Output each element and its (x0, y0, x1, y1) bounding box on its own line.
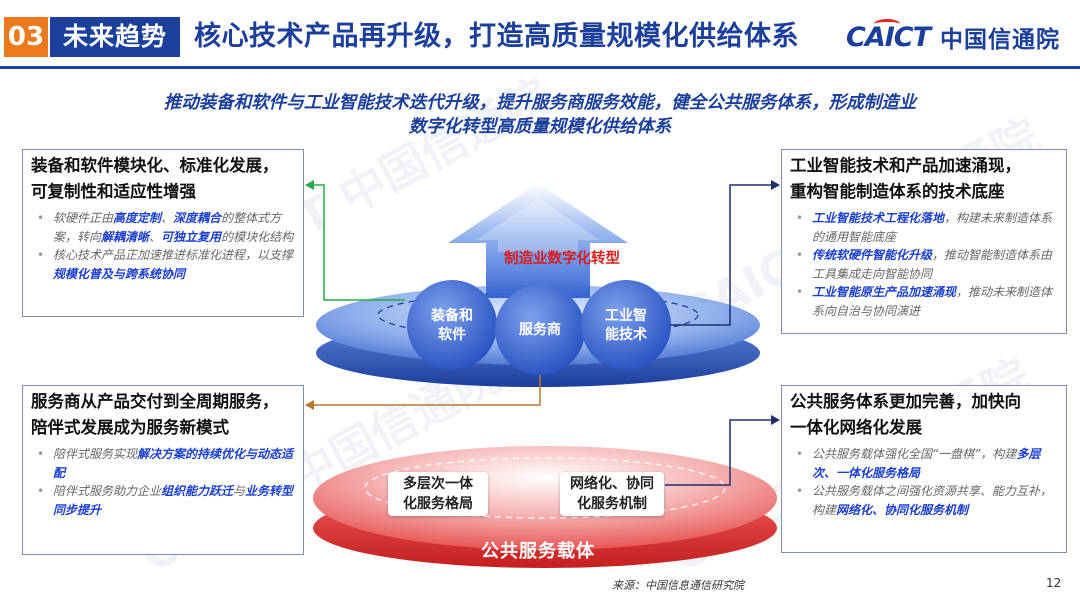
circle-equipment-software (407, 280, 497, 370)
bullet-item: 工业智能技术工程化落地，构建未来制造体系的通用智能底座 (790, 209, 1058, 246)
circle-equipment-line-2: 软件 (438, 327, 466, 343)
chip-network-service: 网络化、协同 化服务机制 (560, 472, 664, 516)
logo-swoosh (874, 18, 900, 29)
bullet-item: 传统软硬件智能化升级，推动智能制造体系由工具集成走向智能协同 (790, 246, 1058, 283)
connector-service-to-box (305, 375, 541, 410)
section-name: 未来趋势 (50, 17, 180, 57)
box-heading: 工业智能技术和产品加速涌现， 重构智能制造体系的技术底座 (782, 150, 1066, 205)
heading-line-2: 可复制性和适应性增强 (31, 182, 196, 201)
bullet-list: 软硬件正由高度定制、深度耦合的整体式方案，转向解耦清晰、可独立复用的模块化结构 … (23, 205, 303, 287)
logo-cn-text: 中国信通院 (940, 27, 1060, 53)
bullet-list: 工业智能技术工程化落地，构建未来制造体系的通用智能底座 传统软硬件智能化升级，推… (782, 205, 1066, 324)
bullet-item: 软硬件正由高度定制、深度耦合的整体式方案，转向解耦清晰、可独立复用的模块化结构 (31, 209, 295, 246)
box-public-service: 公共服务体系更加完善，加快向 一体化网络化发展 公共服务载体强化全国“一盘棋”，… (781, 385, 1067, 553)
source-note: 来源：中国信息通信研究院 (612, 579, 744, 592)
heading-line-2: 重构智能制造体系的技术底座 (790, 182, 1005, 201)
circle-service-provider (495, 285, 585, 375)
box-service-provider: 服务商从产品交付到全周期服务， 陪伴式发展成为服务新模式 陪伴式服务实现解决方案… (22, 385, 304, 555)
chip-multilevel-line-1: 多层次一体 (403, 476, 473, 492)
box-heading: 装备和软件模块化、标准化发展， 可复制性和适应性增强 (23, 150, 303, 205)
section-number: 03 (4, 17, 48, 57)
circle-equipment-label: 装备和 软件 (414, 307, 490, 345)
circle-industrial-ai (581, 280, 671, 370)
heading-line-2: 一体化网络化发展 (790, 418, 922, 437)
heading-line-1: 工业智能技术和产品加速涌现， (790, 156, 1021, 175)
chip-network-line-1: 网络化、协同 (570, 476, 654, 492)
box-heading: 公共服务体系更加完善，加快向 一体化网络化发展 (782, 386, 1066, 441)
circle-ai-label: 工业智 能技术 (588, 307, 664, 345)
bullet-item: 核心技术产品正加速推进标准化进程，以支撑规模化普及与跨系统协同 (31, 246, 295, 283)
box-industrial-ai: 工业智能技术和产品加速涌现， 重构智能制造体系的技术底座 工业智能技术工程化落地… (781, 149, 1067, 334)
page-number: 12 (1046, 576, 1062, 590)
caict-logo-mark: CAICT (846, 18, 931, 53)
heading-line-1: 公共服务体系更加完善，加快向 (790, 392, 1021, 411)
bullet-list: 公共服务载体强化全国“一盘棋”，构建多层次、一体化服务格局 公共服务载体之间强化… (782, 441, 1066, 523)
bullet-list: 陪伴式服务实现解决方案的持续优化与动态适配 陪伴式服务助力企业组织能力跃迁与业务… (23, 441, 303, 523)
circle-equipment-line-1: 装备和 (431, 308, 473, 324)
bullet-item: 工业智能原生产品加速涌现，推动未来制造体系向自治与协同演进 (790, 283, 1058, 320)
subtitle-line-1: 推动装备和软件与工业智能技术迭代升级，提升服务商服务效能，健全公共服务体系，形成… (163, 93, 917, 113)
slide-title: 核心技术产品再升级，打造高质量规模化供给体系 (194, 21, 799, 52)
connector-ai-to-box (670, 180, 780, 326)
subtitle-line-2: 数字化转型高质量规模化供给体系 (408, 117, 672, 137)
slide-subtitle: 推动装备和软件与工业智能技术迭代升级，提升服务商服务效能，健全公共服务体系，形成… (60, 91, 1020, 139)
public-carrier-label: 公共服务载体 (481, 541, 595, 562)
chip-multilevel-service: 多层次一体 化服务格局 (388, 472, 488, 516)
box-heading: 服务商从产品交付到全周期服务， 陪伴式发展成为服务新模式 (23, 386, 303, 441)
bullet-item: 陪伴式服务实现解决方案的持续优化与动态适配 (31, 445, 295, 482)
circle-service-label: 服务商 (519, 322, 561, 338)
caict-logo: CAICT 中国信通院 (846, 18, 1060, 54)
bullet-item: 公共服务载体之间强化资源共享、能力互补，构建网络化、协同化服务机制 (790, 482, 1058, 519)
mfg-transformation-label: 制造业数字化转型 (504, 251, 620, 267)
chip-network-line-2: 化服务机制 (577, 496, 647, 512)
header-divider (0, 66, 1080, 69)
slide-header: 03 未来趋势 核心技术产品再升级，打造高质量规模化供给体系 CAICT 中国信… (0, 0, 1080, 69)
circle-ai-line-2: 能技术 (605, 327, 647, 343)
box-equipment-software: 装备和软件模块化、标准化发展， 可复制性和适应性增强 软硬件正由高度定制、深度耦… (22, 149, 304, 317)
bullet-item: 陪伴式服务助力企业组织能力跃迁与业务转型同步提升 (31, 482, 295, 519)
connector-network-to-box (665, 415, 780, 486)
bullet-item: 公共服务载体强化全国“一盘棋”，构建多层次、一体化服务格局 (790, 445, 1058, 482)
heading-line-1: 装备和软件模块化、标准化发展， (31, 156, 279, 175)
connector-equipment-to-box (305, 180, 405, 301)
heading-line-1: 服务商从产品交付到全周期服务， (31, 392, 279, 411)
heading-line-2: 陪伴式发展成为服务新模式 (31, 418, 229, 437)
upward-transformation-arrow (448, 183, 628, 298)
chip-multilevel-line-2: 化服务格局 (403, 496, 473, 512)
circle-ai-line-1: 工业智 (605, 308, 647, 324)
